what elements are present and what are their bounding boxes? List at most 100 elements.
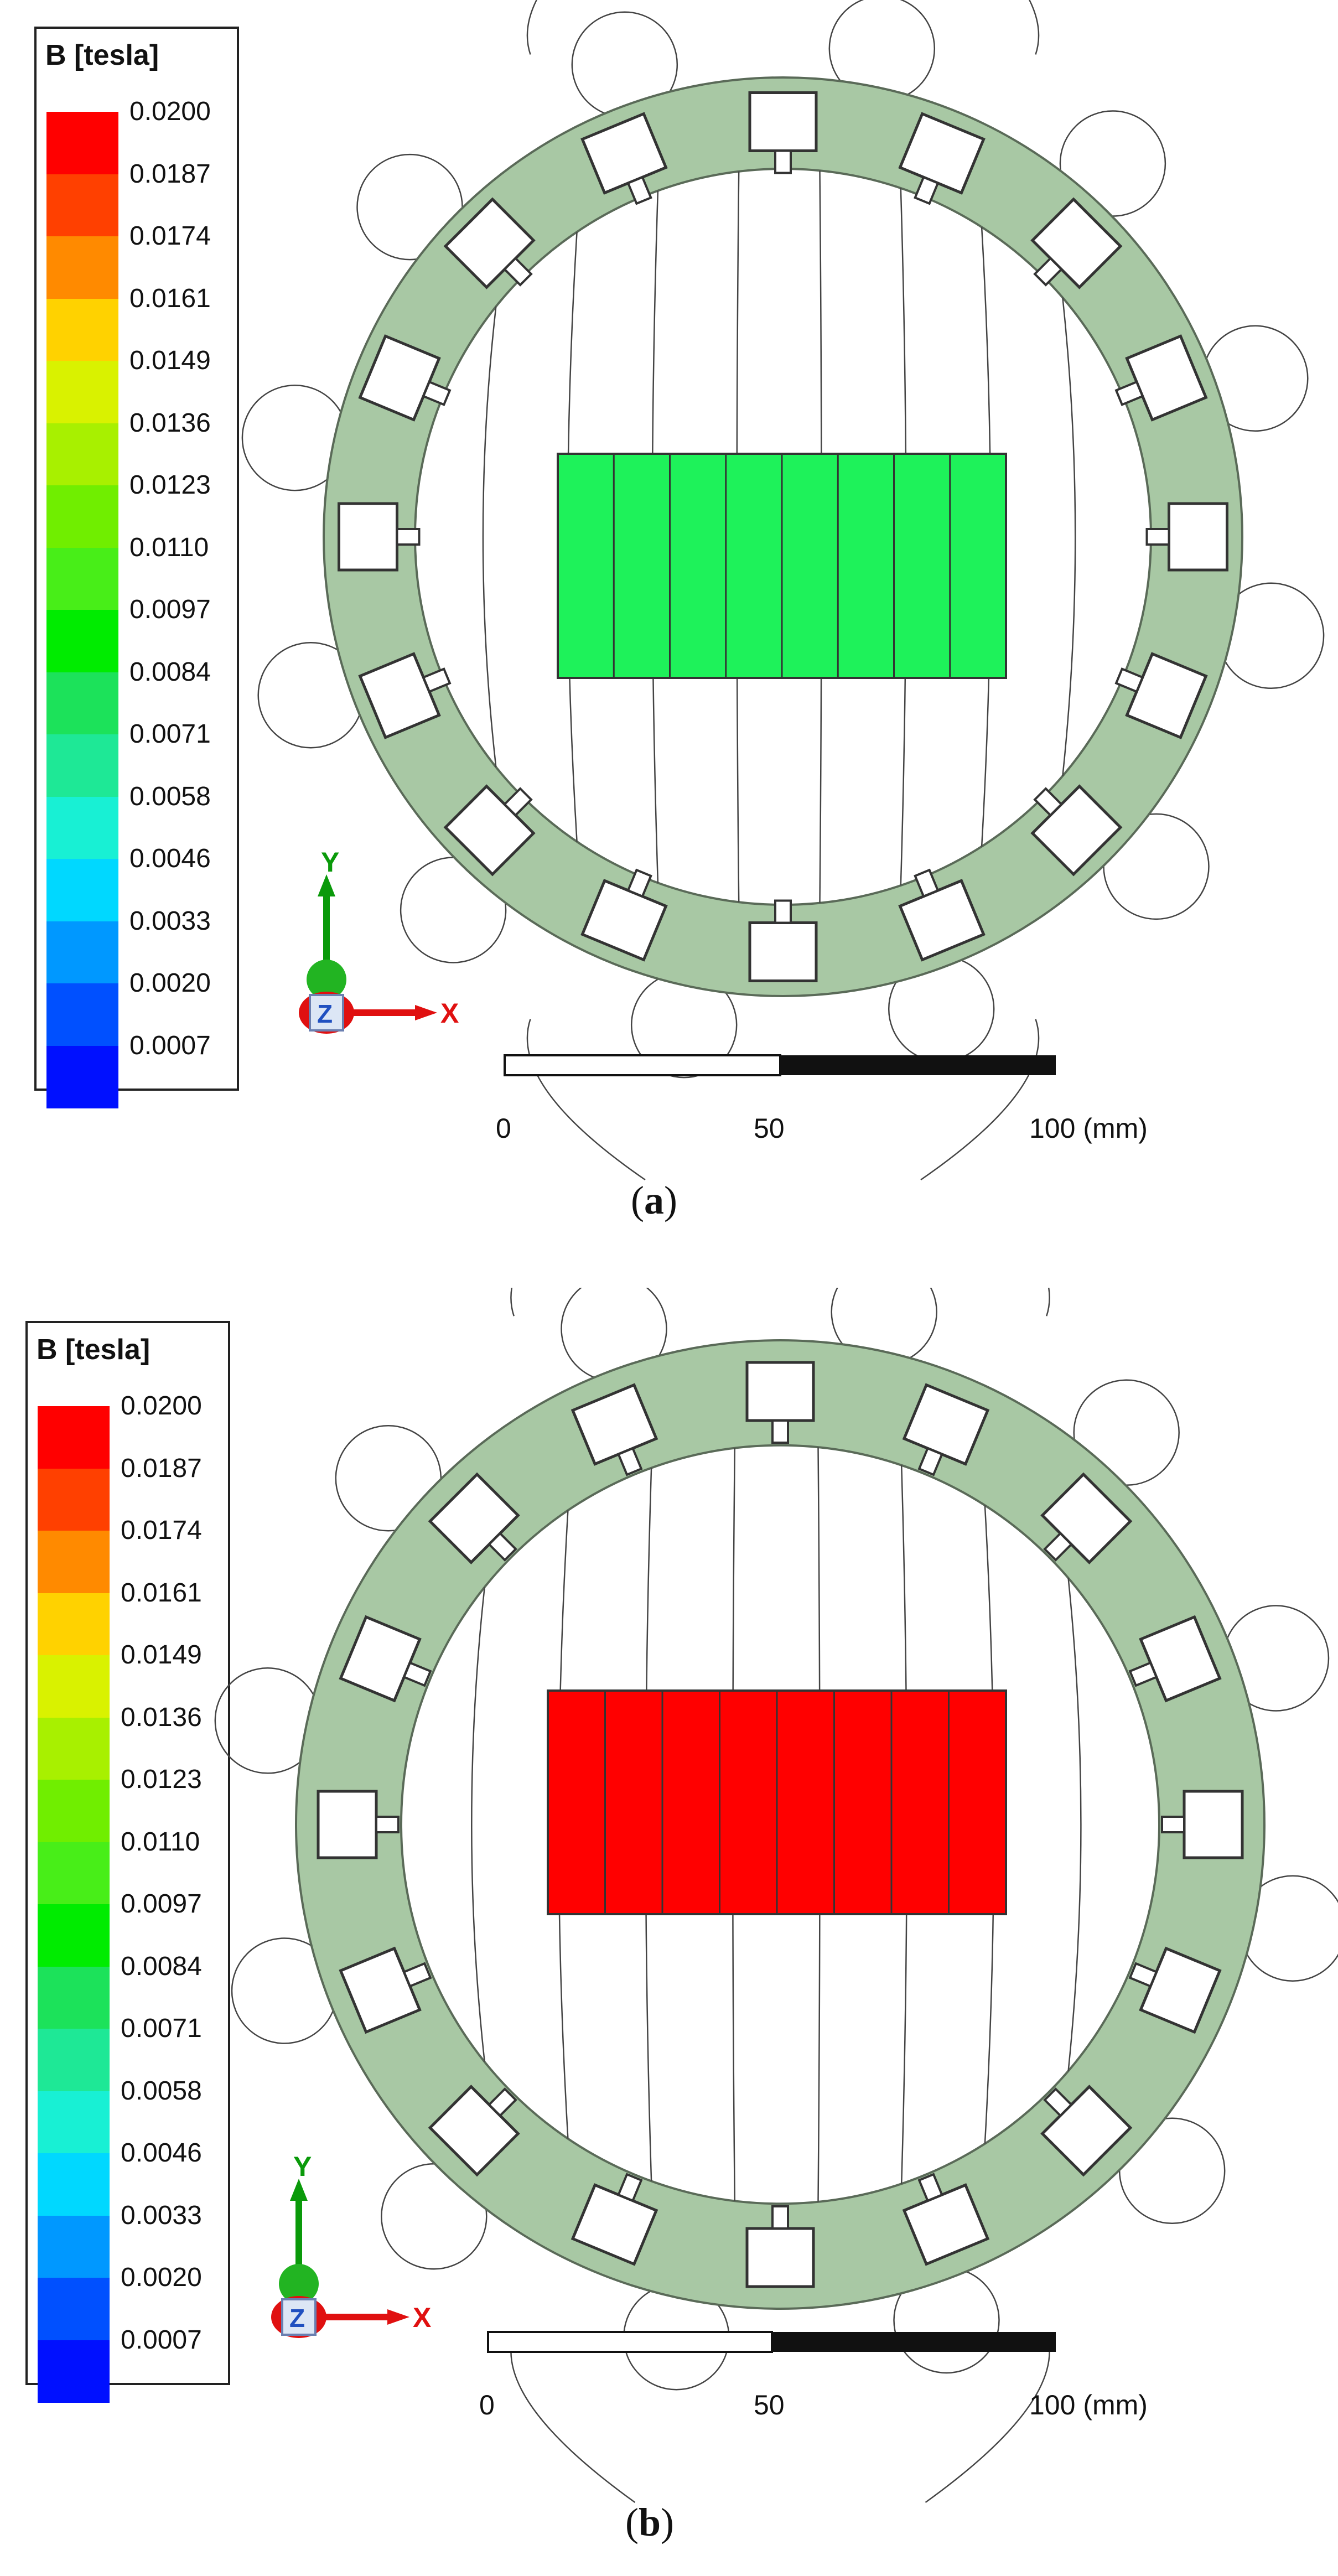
slot bbox=[1145, 502, 1228, 572]
field-line bbox=[1062, 297, 1076, 776]
legend-value: 0.0174 bbox=[129, 221, 211, 251]
scale-tick-label: 0 bbox=[496, 1113, 511, 1144]
legend-swatch bbox=[46, 610, 118, 673]
slot-neck bbox=[1043, 1532, 1073, 1562]
field-line bbox=[526, 1019, 646, 1181]
slot-neck bbox=[503, 257, 533, 287]
legend-value: 0.0097 bbox=[129, 595, 211, 624]
legend-swatch bbox=[46, 672, 118, 735]
field-line bbox=[1067, 1578, 1082, 2071]
slot-neck bbox=[503, 787, 533, 817]
slot bbox=[580, 868, 668, 962]
scale-tick-label: 0 bbox=[479, 2390, 495, 2420]
legend-swatch bbox=[38, 1717, 110, 1780]
legend-swatch bbox=[46, 174, 118, 237]
slot bbox=[317, 1790, 400, 1859]
slot bbox=[1128, 1615, 1222, 1703]
field-line bbox=[1028, 0, 1040, 55]
legend-swatch bbox=[46, 796, 118, 859]
slot-neck bbox=[375, 1816, 400, 1833]
axis-label-x: X bbox=[413, 2302, 431, 2333]
slot-neck bbox=[402, 1661, 432, 1687]
slot-neck bbox=[914, 175, 940, 205]
slot-neck bbox=[488, 2087, 517, 2117]
slot bbox=[571, 1383, 658, 1476]
scale-tick-label: 100 (mm) bbox=[1029, 2390, 1148, 2420]
slot-neck bbox=[1033, 787, 1063, 817]
panel-caption: (a) bbox=[631, 1178, 677, 1222]
slot-neck bbox=[422, 667, 452, 693]
slot bbox=[898, 112, 986, 205]
slot-neck bbox=[917, 2173, 943, 2202]
slot-neck bbox=[617, 1447, 643, 1476]
triad-origin-glyph bbox=[307, 960, 346, 999]
legend-value: 0.0110 bbox=[129, 532, 209, 562]
legend-value: 0.0071 bbox=[121, 2014, 202, 2043]
magnet bbox=[557, 453, 1007, 679]
slot-neck bbox=[771, 2205, 789, 2230]
scale-bar bbox=[504, 1054, 1056, 1076]
slot-neck bbox=[1114, 667, 1144, 693]
legend-value: 0.0058 bbox=[121, 2076, 202, 2106]
slot-neck bbox=[917, 1447, 943, 1476]
slot bbox=[1030, 784, 1123, 877]
legend-value: 0.0200 bbox=[121, 1391, 202, 1421]
z-axis-box bbox=[281, 2298, 317, 2336]
slot bbox=[339, 1615, 432, 1703]
slot bbox=[1161, 1790, 1244, 1859]
legend-value: 0.0033 bbox=[129, 906, 211, 936]
legend-value: 0.0084 bbox=[121, 1951, 202, 1981]
legend-value: 0.0161 bbox=[121, 1578, 202, 1608]
field-line bbox=[526, 0, 538, 55]
axis-label-y: Y bbox=[293, 2151, 312, 2182]
slot bbox=[745, 2205, 815, 2288]
legend-value: 0.0187 bbox=[129, 159, 211, 189]
legend-swatch bbox=[46, 485, 118, 548]
legend-value: 0.0033 bbox=[121, 2200, 202, 2230]
legend-value: 0.0200 bbox=[129, 97, 211, 126]
slot bbox=[1114, 334, 1208, 422]
legend-value: 0.0123 bbox=[121, 1765, 202, 1794]
legend-value: 0.0136 bbox=[121, 1702, 202, 1732]
legend-swatch bbox=[46, 1045, 118, 1108]
slot-opening bbox=[745, 2227, 815, 2288]
y-axis-head bbox=[290, 2179, 308, 2201]
slot bbox=[902, 1383, 990, 1476]
slot bbox=[428, 1472, 520, 1564]
legend-swatch bbox=[46, 361, 118, 424]
x-axis-head bbox=[387, 2309, 409, 2325]
legend-value: 0.0110 bbox=[121, 1827, 200, 1857]
legend-value: 0.0161 bbox=[129, 283, 211, 313]
slot-neck bbox=[1145, 528, 1170, 546]
legend-swatch bbox=[46, 734, 118, 797]
scale-tick-label: 100 (mm) bbox=[1029, 1113, 1148, 1144]
slot-neck bbox=[914, 868, 940, 898]
legend-swatch bbox=[38, 2029, 110, 2092]
legend-value: 0.0123 bbox=[129, 470, 211, 500]
legend-swatch bbox=[38, 1966, 110, 2029]
legend-swatch bbox=[38, 2153, 110, 2216]
scale-tick-label: 50 bbox=[754, 1113, 785, 1144]
field-line bbox=[920, 1019, 1040, 1181]
slot-opening bbox=[748, 91, 818, 152]
legend-swatch bbox=[38, 1904, 110, 1967]
legend-value: 0.0020 bbox=[121, 2263, 202, 2292]
legend-swatch bbox=[38, 1593, 110, 1656]
x-axis-head bbox=[415, 1005, 437, 1020]
scale-bar-black bbox=[772, 2332, 1056, 2352]
scale-bar-white bbox=[487, 2331, 773, 2353]
legend-swatch bbox=[46, 112, 118, 175]
slot-opening bbox=[338, 502, 398, 572]
slot-neck bbox=[422, 380, 452, 406]
legend-value: 0.0149 bbox=[121, 1640, 202, 1670]
legend-swatch bbox=[46, 236, 118, 299]
slot bbox=[428, 2085, 520, 2177]
legend-swatch bbox=[46, 921, 118, 984]
slot bbox=[748, 899, 818, 982]
legend-swatch bbox=[38, 1655, 110, 1718]
